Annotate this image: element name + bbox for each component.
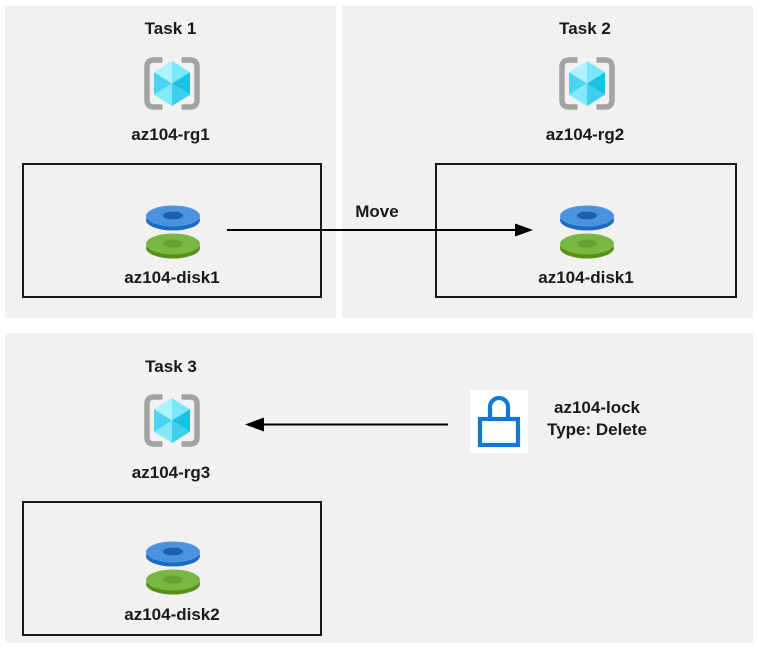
- resource-group-icon: [557, 56, 617, 111]
- lock-label: az104-lock Type: Delete: [477, 397, 717, 441]
- task1-disk-label: az104-disk1: [124, 268, 220, 287]
- disk-icon: [146, 205, 200, 259]
- task3-panel: Task 3 az104-rg3 az104-disk2 az104-lock …: [5, 333, 753, 643]
- resource-group-icon: [142, 56, 202, 111]
- task2-resource-group-label: az104-rg2: [545, 125, 625, 144]
- lock-type: Type: Delete: [547, 420, 647, 439]
- move-arrow-label: Move: [355, 202, 399, 221]
- task1-panel: Task 1 az104-rg1 az104-disk1: [5, 6, 336, 318]
- move-arrow: [227, 223, 533, 237]
- disk-icon: [560, 205, 614, 259]
- disk-icon: [146, 541, 200, 595]
- task3-disk-label: az104-disk2: [124, 605, 220, 624]
- task2-title: Task 2: [559, 19, 611, 38]
- lock-name: az104-lock: [554, 398, 640, 417]
- task3-resource-group-label: az104-rg3: [131, 463, 211, 482]
- task1-resource-group-label: az104-rg1: [131, 125, 210, 144]
- lock-arrow: [245, 417, 448, 432]
- lock-icon-tile: [470, 390, 528, 453]
- resource-group-icon: [142, 393, 202, 448]
- task3-disk-box: az104-disk2: [22, 501, 322, 636]
- task3-title: Task 3: [145, 357, 197, 376]
- task1-title: Task 1: [144, 19, 197, 38]
- task2-disk-label: az104-disk1: [538, 268, 634, 287]
- task2-panel: Task 2 az104-rg2 az104-disk1: [342, 6, 753, 318]
